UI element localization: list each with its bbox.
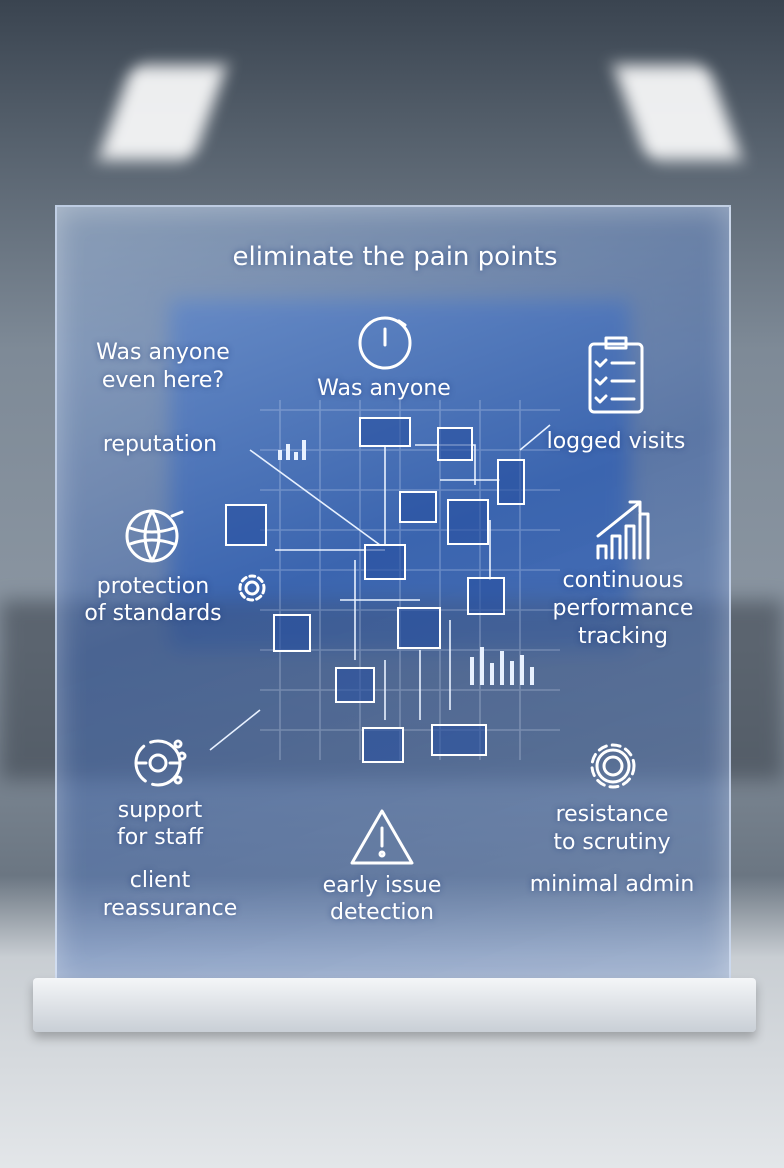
- central-network-diagram: [209, 400, 560, 763]
- clipboard-checklist-icon: [588, 336, 644, 414]
- label-resistance-1: resistance: [555, 802, 669, 827]
- warning-icon: [350, 809, 414, 865]
- ceiling-light: [612, 65, 743, 160]
- clock-icon: [358, 316, 412, 370]
- label-support-2: for staff: [117, 825, 203, 850]
- label-was-anyone: Was anyone: [317, 376, 451, 401]
- label-was-anyone-here-2: even here?: [101, 368, 225, 393]
- bar-chart-growth-icon: [596, 500, 650, 560]
- label-continuous-2: performance: [552, 596, 694, 621]
- gear-icon: [238, 574, 266, 602]
- label-early-2: detection: [330, 900, 434, 925]
- label-client-1: client: [129, 868, 191, 893]
- panel-title: eliminate the pain points: [232, 242, 558, 272]
- label-support-1: support: [117, 798, 203, 823]
- label-minimal-admin: minimal admin: [529, 872, 695, 897]
- ceiling-light: [97, 65, 228, 160]
- label-protection-2: of standards: [84, 601, 222, 626]
- label-was-anyone-here-1: Was anyone: [96, 340, 230, 365]
- target-icon: [134, 739, 187, 787]
- acrylic-display-panel: [55, 205, 731, 987]
- label-continuous-3: tracking: [577, 624, 669, 649]
- label-continuous-1: continuous: [562, 568, 684, 593]
- label-logged-visits: logged visits: [546, 429, 686, 454]
- label-client-2: reassurance: [102, 896, 238, 921]
- label-reputation: reputation: [102, 432, 218, 457]
- label-resistance-2: to scrutiny: [553, 830, 671, 855]
- display-stand-base: [33, 978, 756, 1032]
- gear-icon: [590, 743, 636, 789]
- label-early-1: early issue: [322, 873, 442, 898]
- label-protection-1: protection: [96, 574, 210, 599]
- globe-icon: [125, 509, 184, 563]
